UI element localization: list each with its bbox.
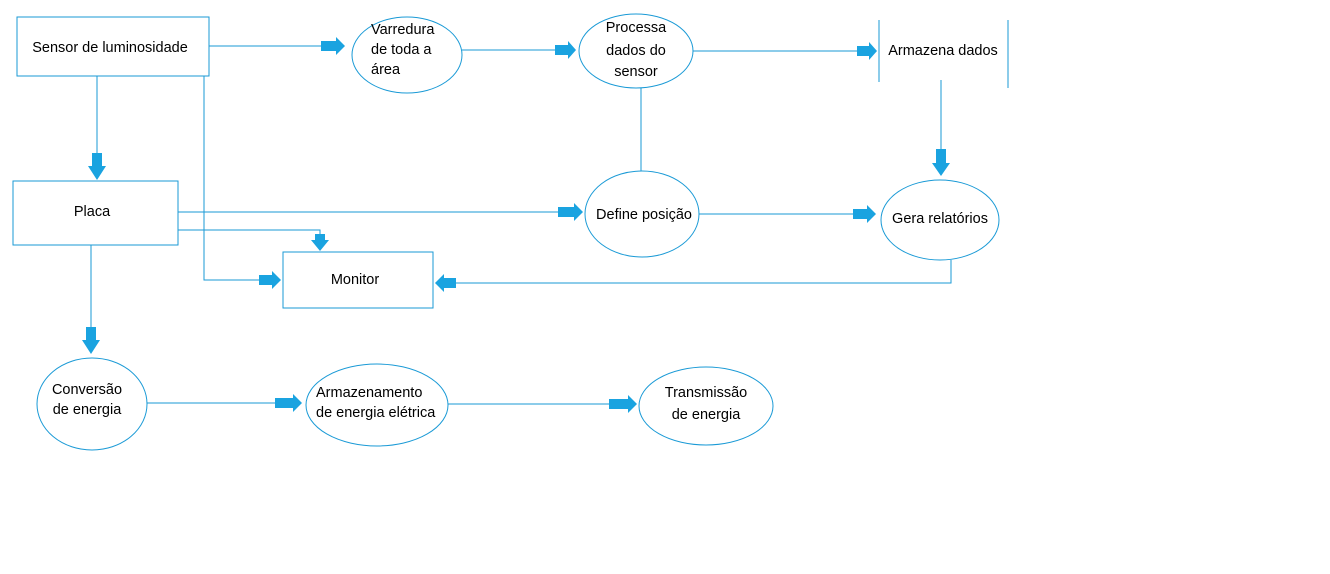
edge-sensor-monitor: [203, 76, 260, 281]
placa-label: Placa: [74, 204, 111, 220]
edge-placa-monitor: [178, 229, 321, 235]
gera-relatorios-ellipse: [880, 179, 1000, 261]
processa-label-line1: Processa: [606, 20, 667, 36]
processa-label-line2: dados do: [606, 43, 666, 59]
conversao-ellipse: [36, 357, 148, 451]
monitor-box: [282, 251, 434, 309]
arrowhead-sensor-varredura: [321, 37, 345, 55]
arrowhead-placa-monitor: [311, 234, 329, 251]
varredura-label-line3: área: [371, 62, 401, 78]
armazenamento-ellipse: [305, 363, 449, 447]
conversao-label-line1: Conversão: [52, 382, 122, 398]
sensor-label: Sensor de luminosidade: [32, 40, 188, 56]
gera-relatorios-label: Gera relatórios: [892, 211, 988, 227]
transmissao-ellipse: [638, 366, 774, 446]
arrowhead-sensor-monitor: [259, 271, 281, 289]
processa-label-line3: sensor: [614, 64, 658, 80]
define-posicao-label: Define posição: [596, 207, 692, 223]
sensor-box: [16, 16, 210, 77]
arrowhead-placa-define: [558, 203, 583, 221]
transmissao-label-line1: Transmissão: [665, 385, 747, 401]
arrowhead-armazena-gera: [932, 149, 950, 176]
arrowhead-define-gera: [853, 205, 876, 223]
arrowhead-armazenamento-transmissao: [609, 395, 637, 413]
placa-box: [12, 180, 179, 246]
armazena-dados-label: Armazena dados: [888, 43, 998, 59]
edge-gera-monitor: [455, 260, 952, 284]
transmissao-label-line2: de energia: [672, 407, 741, 423]
arrowhead-sensor-placa: [88, 153, 106, 180]
monitor-label: Monitor: [331, 272, 380, 288]
arrowhead-conversao-armazenamento: [275, 394, 302, 412]
armazenamento-label-line1: Armazenamento: [316, 385, 422, 401]
varredura-label-line2: de toda a: [371, 42, 432, 58]
arrowhead-varredura-processa: [555, 41, 576, 59]
armazenamento-label-line2: de energia elétrica: [316, 405, 436, 421]
arrowhead-placa-conversao: [82, 327, 100, 354]
arrowhead-gera-monitor: [435, 274, 456, 292]
varredura-ellipse: [351, 16, 463, 94]
varredura-label-line1: Varredura: [371, 22, 435, 38]
arrowhead-processa-armazena: [857, 42, 877, 60]
conversao-label-line2: de energia: [53, 402, 122, 418]
